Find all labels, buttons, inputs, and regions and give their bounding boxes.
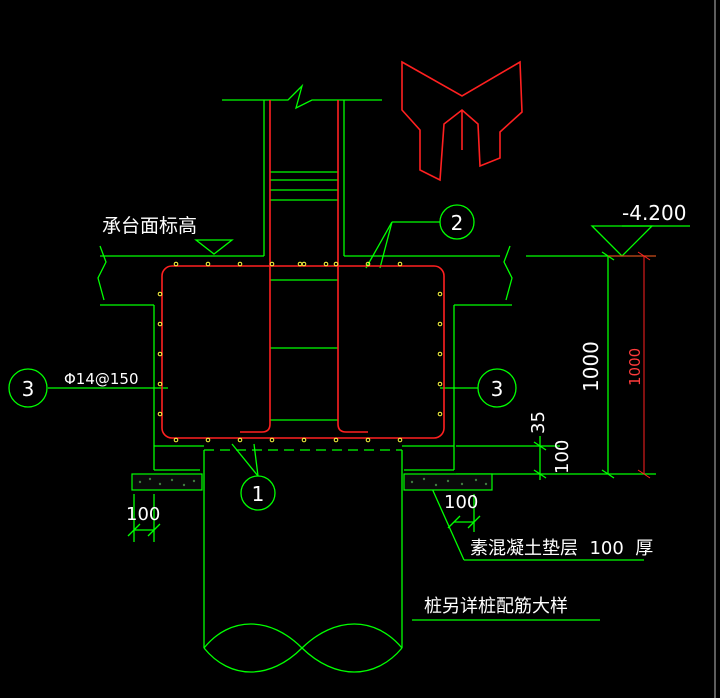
rebar-spec-label: Φ14@150 bbox=[64, 370, 139, 388]
callout-1-circle bbox=[240, 475, 276, 511]
cushion-left bbox=[131, 473, 203, 491]
rebar-dot bbox=[397, 437, 403, 443]
rebar-dot bbox=[237, 261, 243, 267]
callout-2-text: 2 bbox=[451, 211, 464, 235]
dim-100-bottom: 100 bbox=[444, 492, 478, 513]
rebar-dot bbox=[157, 291, 163, 297]
rebar-dot bbox=[269, 437, 275, 443]
elevation-triangle-right bbox=[590, 225, 654, 257]
rebar-dot bbox=[333, 437, 339, 443]
elevation-value: -4.200 bbox=[622, 201, 686, 225]
rebar-dot bbox=[237, 437, 243, 443]
cushion-leader-diag bbox=[429, 483, 465, 561]
column-bar-left bbox=[240, 100, 271, 433]
right-break-mark bbox=[503, 245, 513, 301]
rebar-dot bbox=[297, 261, 303, 267]
rebar-dot bbox=[205, 437, 211, 443]
structure-outline bbox=[8, 83, 690, 673]
dim-tick-d bbox=[467, 515, 481, 529]
cushion-slabs bbox=[131, 473, 493, 491]
rebar-dot bbox=[437, 381, 443, 387]
column-break-line bbox=[222, 83, 382, 110]
dim-tick-h bbox=[601, 469, 615, 479]
left-break-mark bbox=[97, 245, 107, 301]
rebar-dot bbox=[173, 437, 179, 443]
callout-2-circle bbox=[439, 204, 475, 240]
rebar-dot bbox=[157, 351, 163, 357]
rebar-dot bbox=[205, 261, 211, 267]
pile-break-bottom bbox=[203, 623, 403, 673]
rebar-dot bbox=[397, 261, 403, 267]
concrete-cushion-note: 素混凝土垫层 100 厚 bbox=[470, 538, 653, 559]
dim-100-left: 100 bbox=[126, 504, 160, 525]
dim-tick-f bbox=[533, 469, 547, 479]
callout-1-leader-a bbox=[231, 443, 259, 477]
callout-3-right-circle bbox=[477, 368, 517, 408]
cap-top-elevation-label: 承台面标高 bbox=[102, 215, 197, 237]
rebar-dot bbox=[173, 261, 179, 267]
rebar-dot bbox=[301, 437, 307, 443]
rebar-dot bbox=[157, 321, 163, 327]
rebar-dot bbox=[365, 437, 371, 443]
dim-tick-b bbox=[147, 523, 161, 537]
rebar-dot bbox=[269, 261, 275, 267]
callout-3-right-text: 3 bbox=[491, 377, 504, 401]
dim-35: 35 bbox=[528, 411, 549, 434]
pile-note: 桩另详桩配筋大样 bbox=[424, 596, 568, 617]
rebar-dot bbox=[437, 321, 443, 327]
rebar-dot bbox=[157, 381, 163, 387]
column-bar-right bbox=[337, 100, 368, 433]
cap-elevation-triangle bbox=[194, 239, 234, 255]
rebar-dot bbox=[323, 261, 329, 267]
dim-tick-e bbox=[533, 441, 547, 451]
pile-break-top bbox=[203, 623, 403, 673]
dim-tick-a bbox=[127, 523, 141, 537]
rebar-dot bbox=[333, 261, 339, 267]
stirrup-detail-sketch bbox=[401, 60, 523, 182]
rebar-dot bbox=[365, 261, 371, 267]
rebar-dot bbox=[437, 411, 443, 417]
rebar-dot bbox=[157, 411, 163, 417]
callout-1-text: 1 bbox=[252, 482, 265, 506]
rebar-dots bbox=[157, 261, 443, 443]
callout-3-left-circle bbox=[8, 368, 48, 408]
dim-1000-white: 1000 bbox=[579, 341, 603, 392]
rebar-dot bbox=[437, 351, 443, 357]
rebar-dot bbox=[437, 291, 443, 297]
callout-2-leader-b bbox=[379, 221, 393, 269]
dim-1000-red: 1000 bbox=[626, 348, 644, 386]
callout-2-leader-a bbox=[365, 221, 393, 269]
callout-1-leader-b bbox=[253, 443, 259, 477]
cap-rebar-cage bbox=[161, 265, 445, 439]
callout-3-left-text: 3 bbox=[22, 377, 35, 401]
dim-tick-c bbox=[447, 515, 461, 529]
rebar-group bbox=[161, 60, 656, 479]
dim-100-right-vertical: 100 bbox=[552, 440, 573, 474]
